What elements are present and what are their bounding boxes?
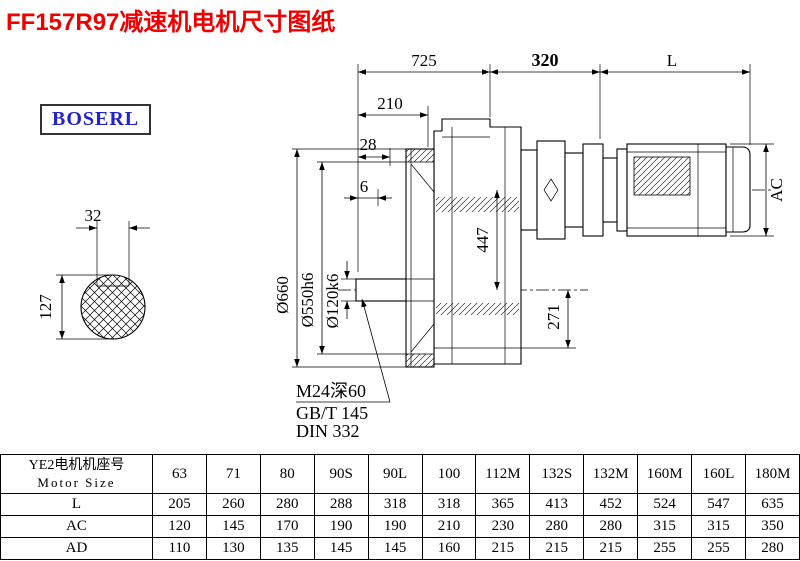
motor — [616, 143, 751, 237]
value-cell: 280 — [744, 537, 800, 560]
brand-logo: BOSERL — [40, 104, 152, 135]
value-cell: 547 — [691, 493, 746, 516]
dimensions: 725 320 L 210 28 6 AC 447 271 Ø660 Ø550h… — [273, 50, 786, 368]
table-row-sizes: YE2电机机座号 Motor Size 63 71 80 90S 90L 100… — [0, 454, 800, 494]
value-cell: 120 — [152, 515, 207, 538]
dim-dia120: Ø120k6 — [323, 274, 342, 329]
value-cell: 160 — [421, 537, 477, 560]
value-cell: 288 — [313, 493, 369, 516]
value-cell: 260 — [205, 493, 261, 516]
value-cell: 130 — [205, 537, 261, 560]
size-cell: 90S — [313, 454, 369, 494]
value-cell: 210 — [421, 515, 477, 538]
value-cell: 145 — [205, 515, 261, 538]
value-cell: 318 — [367, 493, 423, 516]
motor-size-header: YE2电机机座号 Motor Size — [0, 454, 153, 494]
value-cell: 255 — [691, 537, 746, 560]
value-cell: 145 — [367, 537, 423, 560]
value-cell: 365 — [475, 493, 531, 516]
dim-32: 32 — [85, 206, 102, 225]
dim-320: 320 — [532, 50, 559, 70]
dim-271: 271 — [544, 304, 563, 330]
value-cell: 110 — [152, 537, 207, 560]
value-cell: 315 — [691, 515, 746, 538]
size-cell: 180M — [744, 454, 800, 494]
dim-dia550: Ø550h6 — [298, 273, 317, 328]
value-cell: 255 — [637, 537, 693, 560]
value-cell: 190 — [313, 515, 369, 538]
dim-210: 210 — [377, 94, 403, 113]
motor-size-table: YE2电机机座号 Motor Size 63 71 80 90S 90L 100… — [0, 454, 800, 560]
value-cell: 190 — [367, 515, 423, 538]
table-row-AD: AD 110 130 135 145 145 160 215 215 215 2… — [0, 537, 800, 560]
dim-447: 447 — [473, 227, 492, 253]
dim-28: 28 — [360, 135, 377, 154]
dim-AC: AC — [767, 178, 786, 202]
table-row-L: L 205 260 280 288 318 318 365 413 452 52… — [0, 493, 800, 516]
value-cell: 280 — [529, 515, 585, 538]
size-cell: 112M — [475, 454, 531, 494]
value-cell: 318 — [421, 493, 477, 516]
size-cell: 80 — [259, 454, 315, 494]
row-label-L: L — [0, 493, 153, 516]
dim-127: 127 — [36, 294, 55, 320]
size-cell: 160L — [691, 454, 746, 494]
note-gb: GB/T 145 — [296, 403, 368, 423]
shaft-notes: M24深60 GB/T 145 DIN 332 — [296, 298, 391, 441]
value-cell: 413 — [529, 493, 585, 516]
value-cell: 350 — [744, 515, 800, 538]
shaft-end-view: 32 127 — [36, 206, 150, 340]
value-cell: 452 — [583, 493, 639, 516]
value-cell: 135 — [259, 537, 315, 560]
size-cell: 90L — [367, 454, 423, 494]
value-cell: 280 — [583, 515, 639, 538]
dim-dia660: Ø660 — [273, 276, 292, 314]
value-cell: 145 — [313, 537, 369, 560]
size-cell: 71 — [205, 454, 261, 494]
value-cell: 215 — [583, 537, 639, 560]
gearbox-main-view — [338, 118, 772, 368]
fan-cover — [725, 146, 751, 233]
dim-725: 725 — [411, 51, 437, 70]
size-cell: 132S — [529, 454, 585, 494]
value-cell: 230 — [475, 515, 531, 538]
motor-size-header-en: Motor Size — [37, 475, 116, 490]
row-label-AD: AD — [0, 537, 153, 560]
note-thread: M24深60 — [296, 381, 366, 401]
dim-6: 6 — [360, 177, 369, 196]
output-shaft — [355, 278, 407, 302]
dim-L: L — [667, 51, 677, 70]
value-cell: 205 — [152, 493, 207, 516]
value-cell: 215 — [475, 537, 531, 560]
note-din: DIN 332 — [296, 421, 360, 441]
row-label-AC: AC — [0, 515, 153, 538]
size-cell: 63 — [152, 454, 207, 494]
value-cell: 315 — [637, 515, 693, 538]
page-title: FF157R97减速机电机尺寸图纸 — [6, 9, 336, 36]
value-cell: 280 — [259, 493, 315, 516]
motor-size-header-cn: YE2电机机座号 — [28, 458, 125, 473]
value-cell: 524 — [637, 493, 693, 516]
adapter-stage — [520, 140, 618, 240]
table-row-AC: AC 120 145 170 190 190 210 230 280 280 3… — [0, 515, 800, 538]
size-cell: 100 — [421, 454, 477, 494]
value-cell: 635 — [744, 493, 800, 516]
value-cell: 170 — [259, 515, 315, 538]
size-cell: 132M — [583, 454, 639, 494]
value-cell: 215 — [529, 537, 585, 560]
dimension-drawing: 725 320 L 210 28 6 AC 447 271 Ø660 Ø550h… — [36, 50, 786, 441]
size-cell: 160M — [637, 454, 693, 494]
